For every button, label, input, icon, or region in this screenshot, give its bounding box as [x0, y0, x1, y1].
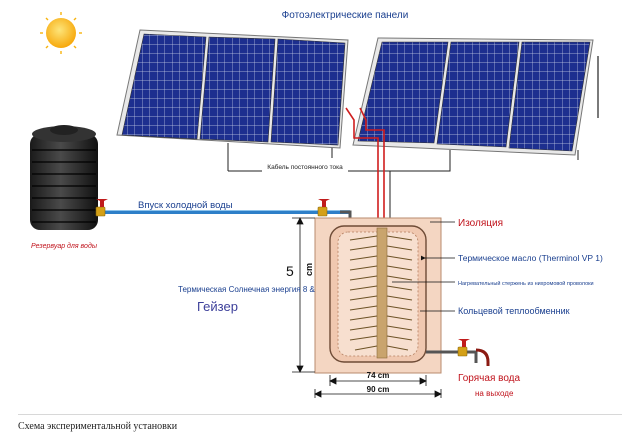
height-dimension: [292, 217, 315, 373]
water-reservoir: [30, 125, 98, 230]
figure-caption: Схема экспериментальной установки: [18, 421, 178, 432]
hot-outlet-label-line1: Горячая вода: [458, 373, 521, 384]
inner-width-label: 74 cm: [367, 371, 390, 380]
hot-outlet-label-line2: на выходе: [475, 389, 514, 398]
inlet-valve-icon: [317, 199, 330, 217]
left-panel-array: [116, 29, 349, 171]
width-dimensions: [314, 375, 442, 398]
insulation-label: Изоляция: [458, 218, 503, 229]
exchanger-label: Кольцевой теплообменник: [458, 306, 570, 316]
right-panel-array: [352, 37, 599, 160]
oil-label: Термическое масло (Therminol VP 1): [458, 253, 603, 263]
dc-cable-label-box: [262, 161, 348, 172]
heating-rod: [349, 227, 413, 359]
geyser-label-line1: Термическая Солнечная энергия 8 &: [178, 285, 316, 294]
reservoir-label: Резервуар для воды: [31, 242, 98, 250]
panels-label: Фотоэлектрические панели: [282, 10, 409, 21]
dc-cable-label: Кабель постоянного тока: [267, 163, 343, 171]
outer-width-label: 90 cm: [367, 385, 390, 394]
sun-icon: [40, 12, 82, 54]
geyser-label-line2: Гейзер: [197, 299, 238, 314]
cold-water-pipe: [104, 210, 352, 232]
height-unit: cm: [304, 263, 314, 276]
hot-valve-icon: [457, 339, 470, 357]
hot-water-pipe: [426, 348, 490, 366]
height-value: 5: [286, 263, 294, 279]
cold-inlet-label: Впуск холодной воды: [138, 200, 233, 211]
rod-label: Нагревательный стержень из нихромовой пр…: [458, 280, 594, 287]
caption-divider: [18, 414, 622, 415]
cold-valve-icon: [95, 199, 108, 217]
